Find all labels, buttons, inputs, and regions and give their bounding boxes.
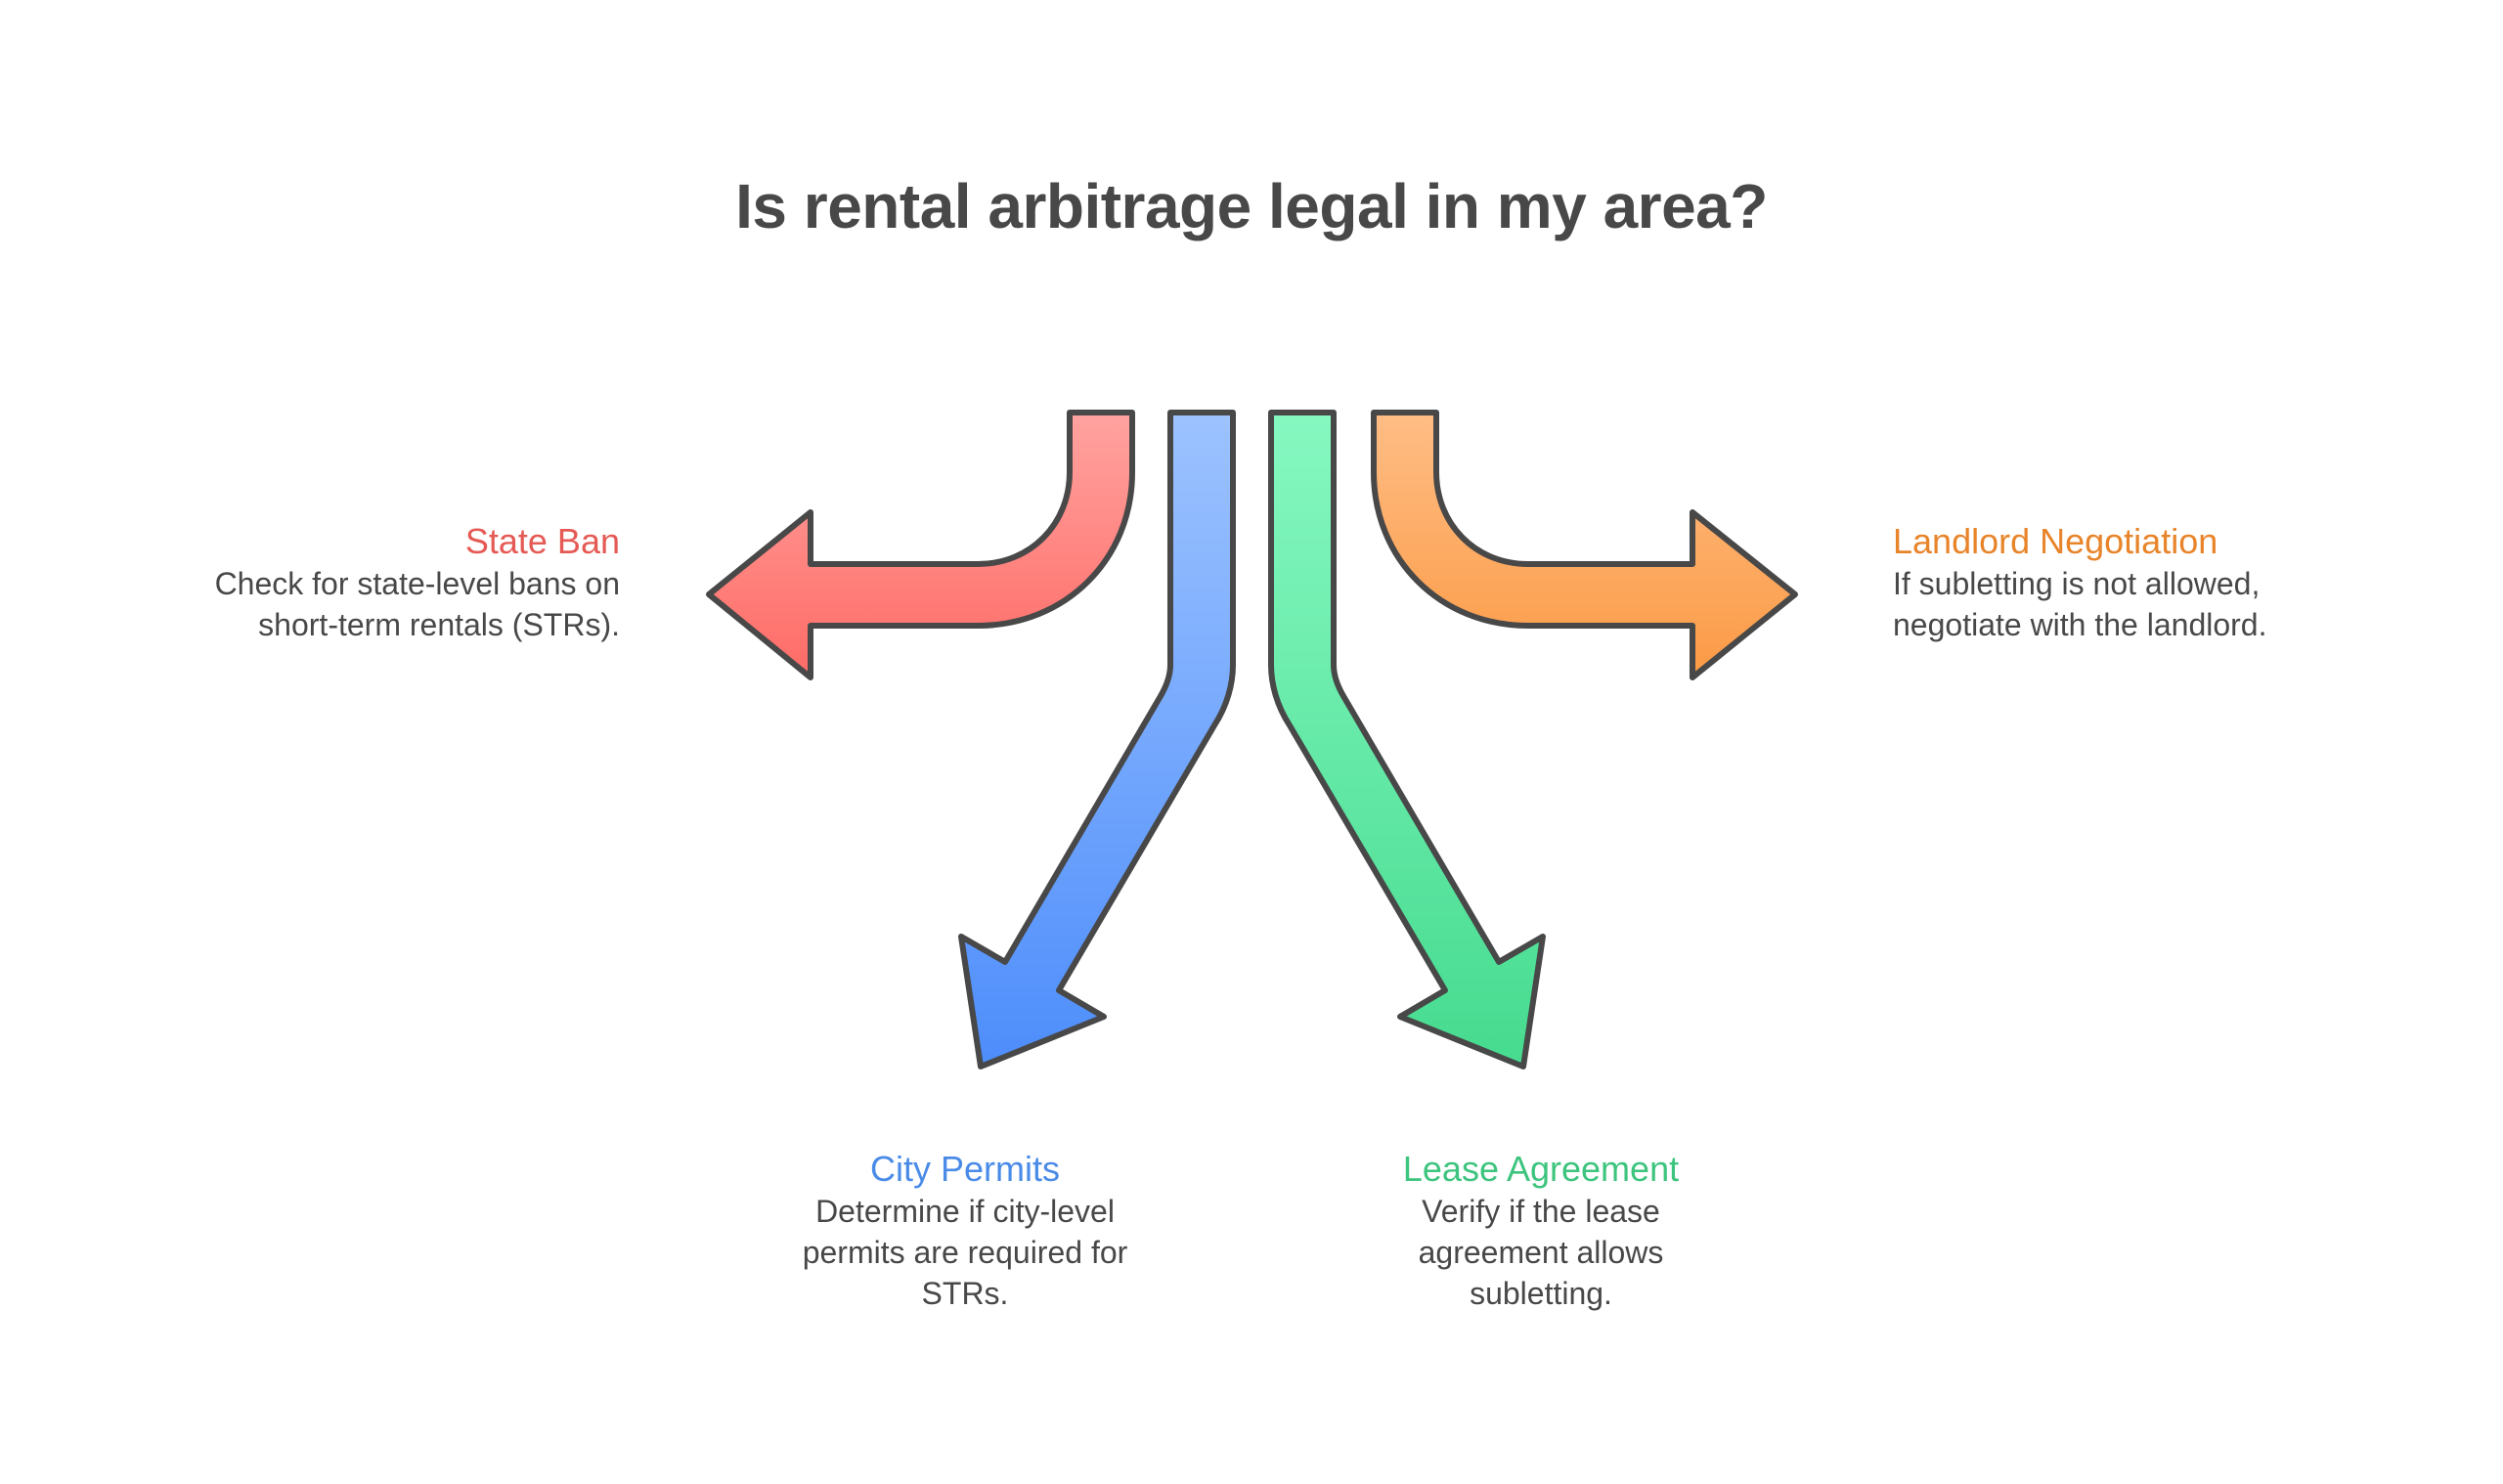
city-permits-description-line: STRs. [921,1276,1009,1311]
city-permits-block: City Permits Determine if city-level per… [769,1148,1161,1314]
lease-agreement-description-line: agreement allows [1418,1235,1664,1270]
lease-agreement-description: Verify if the lease agreement allows sub… [1345,1191,1736,1314]
lease-agreement-description-line: Verify if the lease [1422,1194,1660,1229]
landlord-negotiation-description: If subletting is not allowed, negotiate … [1893,563,2266,645]
city-permits-description: Determine if city-level permits are requ… [769,1191,1161,1314]
landlord-negotiation-description-line: negotiate with the landlord. [1893,607,2267,642]
state-ban-block: State Ban Check for state-level bans on … [215,520,620,645]
state-ban-label: State Ban [464,521,620,561]
city-permits-description-line: permits are required for [802,1235,1128,1270]
landlord-negotiation-arrow-icon [1371,410,1798,680]
lease-agreement-description-line: subletting. [1470,1276,1612,1311]
state-ban-description: Check for state-level bans on short-term… [215,563,620,645]
city-permits-description-line: Determine if city-level [815,1194,1115,1229]
landlord-negotiation-label: Landlord Negotiation [1893,521,2218,561]
lease-agreement-label: Lease Agreement [1402,1149,1680,1189]
lease-agreement-block: Lease Agreement Verify if the lease agre… [1345,1148,1736,1314]
city-permits-label: City Permits [869,1149,1060,1189]
lease-agreement-arrow-icon [1268,410,1546,1069]
landlord-negotiation-block: Landlord Negotiation If subletting is no… [1893,520,2266,645]
state-ban-arrow-icon [706,410,1135,680]
state-ban-description-line: Check for state-level bans on [214,566,620,601]
landlord-negotiation-description-line: If subletting is not allowed, [1893,566,2261,601]
city-permits-arrow-icon [958,410,1236,1069]
diagram-title: Is rental arbitrage legal in my area? [735,171,1768,241]
state-ban-description-line: short-term rentals (STRs). [258,607,620,642]
